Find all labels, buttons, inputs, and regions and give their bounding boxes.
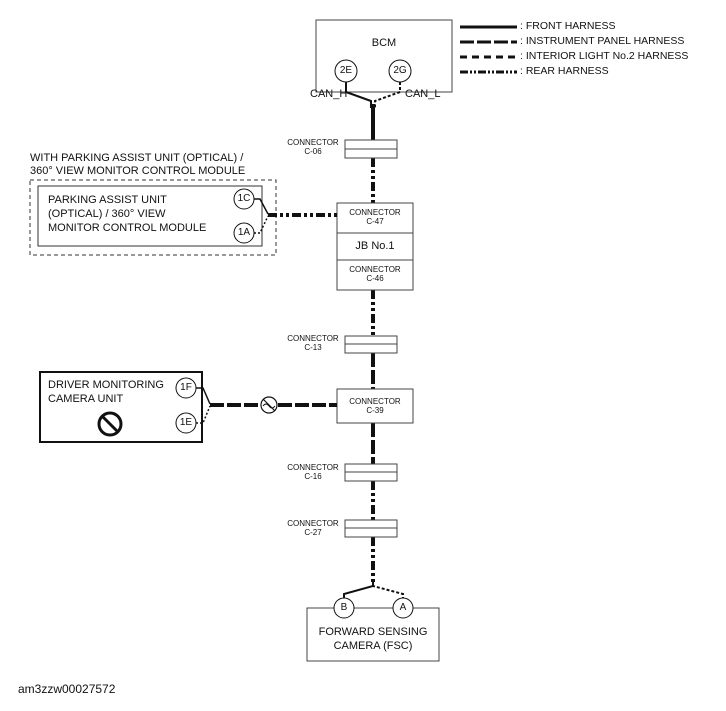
jb-label: JB No.1: [355, 240, 395, 252]
harness-prohibited-icon: [260, 396, 278, 414]
legend-label-interior-light-harness: : INTERIOR LIGHT No.2 HARNESS: [520, 50, 689, 62]
parking-group-dashed-box: [29, 179, 277, 256]
parking-group-title-2: 360° VIEW MONITOR CONTROL MODULE: [30, 165, 246, 177]
fsc-pin-a-label: A: [399, 602, 407, 613]
figure-id: am3zzw00027572: [18, 682, 116, 696]
connector-c16-label: CONNECTOR C-16: [287, 463, 339, 482]
connector-c46-label: CONNECTOR C-46: [349, 265, 401, 284]
fsc-label-line2: CAMERA (FSC): [333, 640, 413, 652]
fsc-pin-b: [333, 597, 355, 619]
parking-unit-box: [37, 185, 263, 247]
parking-unit-line2: (OPTICAL) / 360° VIEW: [48, 208, 166, 220]
parking-wire-1a: [254, 215, 269, 234]
parking-unit-line1: PARKING ASSIST UNIT: [48, 194, 167, 206]
fsc-pin-b-label: B: [340, 602, 348, 613]
parking-wire-1c: [254, 198, 269, 215]
can-h-label: CAN_H: [310, 88, 348, 100]
connector-boxes: [336, 139, 414, 538]
connector-c39-label: CONNECTOR C-39: [349, 397, 401, 416]
legend-lines: [460, 25, 517, 74]
parking-unit-line3: MONITOR CONTROL MODULE: [48, 222, 207, 234]
legend-label-rear-harness: : REAR HARNESS: [520, 65, 609, 77]
connector-c46-box: [336, 259, 414, 291]
legend-label-instrument-panel-harness: : INSTRUMENT PANEL HARNESS: [520, 35, 685, 47]
driver-pin-1f-label: 1F: [180, 382, 192, 393]
can-l-label: CAN_L: [405, 88, 441, 100]
bcm-label: BCM: [371, 37, 397, 49]
fsc-box: [306, 607, 440, 662]
bcm-pin-2g-label: 2G: [393, 65, 407, 76]
fsc-pin-a: [392, 597, 414, 619]
bcm-pin-2e-label: 2E: [339, 65, 353, 76]
connector-c47-label: CONNECTOR C-47: [349, 208, 401, 227]
driver-unit-box: [39, 371, 203, 443]
parking-pin-1c-label: 1C: [237, 193, 251, 204]
connector-c06-label: CONNECTOR C-06: [287, 138, 339, 157]
connector-c27-label: CONNECTOR C-27: [287, 519, 339, 538]
driver-pin-1e-label: 1E: [179, 417, 193, 428]
prohibited-icon: [97, 411, 123, 437]
parking-pin-1a-label: 1A: [237, 227, 251, 238]
fsc-wire-a: [372, 580, 404, 598]
connector-c13-label: CONNECTOR C-13: [287, 334, 339, 353]
fsc-label-line1: FORWARD SENSING: [318, 626, 428, 638]
driver-wire-1f: [196, 387, 211, 405]
legend-label-front-harness: : FRONT HARNESS: [520, 20, 616, 32]
jb-box: [336, 232, 414, 261]
parking-group-title-1: WITH PARKING ASSIST UNIT (OPTICAL) /: [30, 152, 244, 164]
bcm-box: [315, 19, 453, 93]
driver-unit-line2: CAMERA UNIT: [48, 393, 124, 405]
driver-unit-line1: DRIVER MONITORING: [48, 379, 164, 391]
fsc-wire-b: [343, 580, 374, 598]
